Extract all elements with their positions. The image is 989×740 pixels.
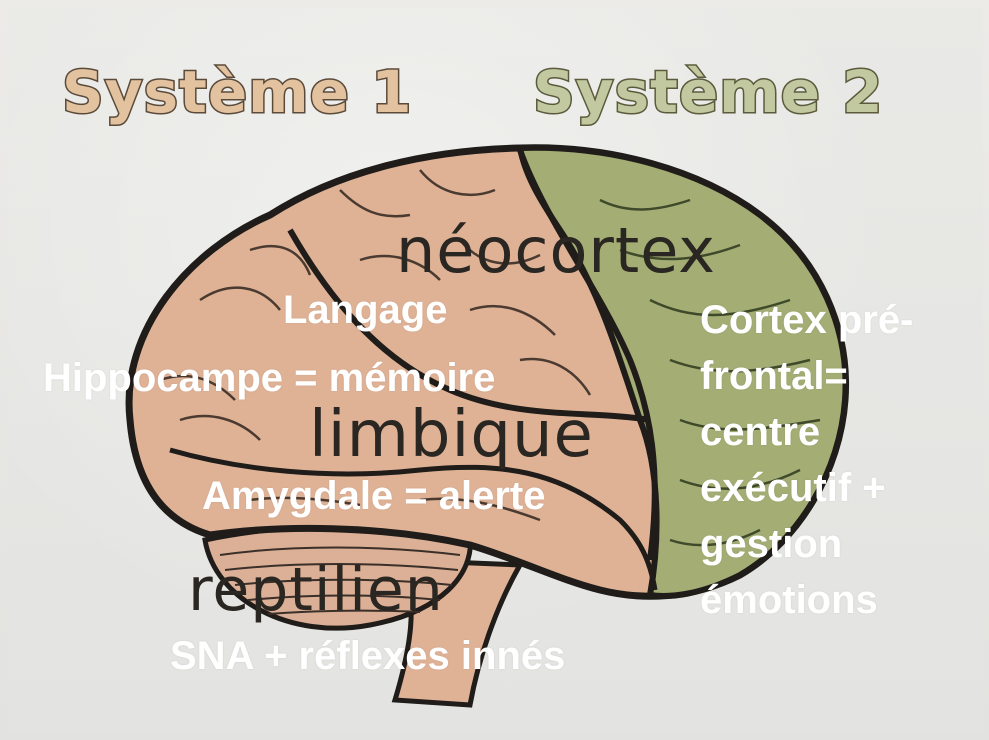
annotation-langage: Langage — [283, 288, 447, 333]
title-system-1: Système 1 — [62, 58, 413, 126]
annotation-sna: SNA + réflexes innés — [170, 634, 565, 679]
annotation-hippocampe: Hippocampe = mémoire — [43, 356, 495, 401]
title-system-2: Système 2 — [533, 58, 884, 126]
label-reptilien: reptilien — [188, 555, 444, 625]
label-neocortex: néocortex — [396, 214, 716, 287]
annotation-cortex-prefrontal: Cortex pré- frontal= centre exécutif + g… — [700, 292, 913, 628]
label-limbique: limbique — [309, 398, 594, 472]
annotation-amygdale: Amygdale = alerte — [202, 474, 546, 519]
